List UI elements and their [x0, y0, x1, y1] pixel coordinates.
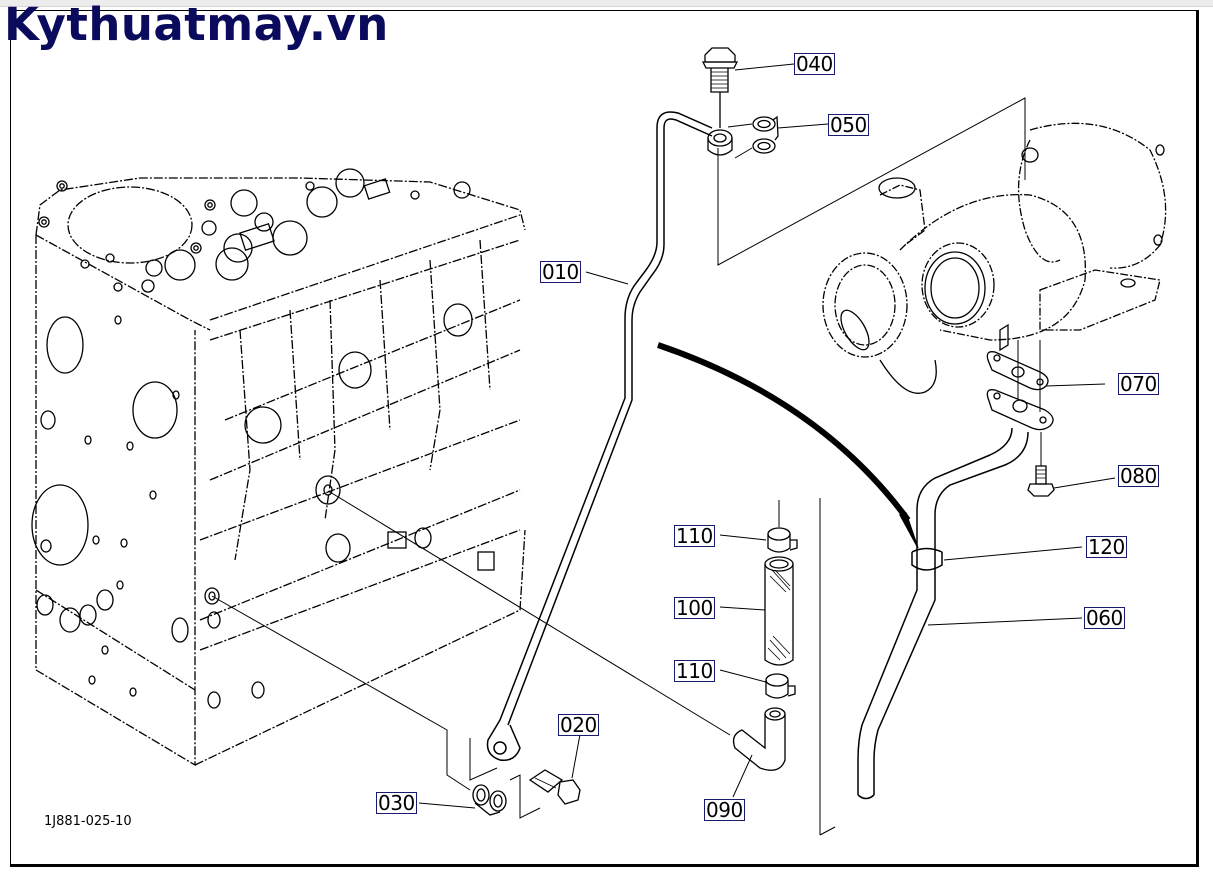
- callout-070[interactable]: 070: [1118, 372, 1159, 396]
- callout-010[interactable]: 010: [540, 260, 581, 284]
- callout-110-lower[interactable]: 110: [674, 659, 715, 683]
- gasket-070: [986, 340, 1106, 431]
- watermark: Kythuatmay.vn: [4, 0, 389, 51]
- oil-pipe-010: [486, 111, 713, 761]
- engine-block: [35, 177, 526, 767]
- drawing-code: 1J881-025-10: [44, 814, 132, 829]
- callout-060[interactable]: 060: [1084, 606, 1125, 630]
- callout-leaders: [418, 63, 1083, 809]
- eye-bolt-020: [528, 769, 581, 805]
- hose-clamp-110-lower: [765, 673, 796, 699]
- callout-100[interactable]: 100: [674, 596, 715, 620]
- hose-100: [764, 556, 794, 666]
- oil-return-pipe-060: [857, 427, 1029, 800]
- callout-090[interactable]: 090: [704, 798, 745, 822]
- elbow-hose-090: [732, 707, 786, 771]
- diagram-frame: [10, 10, 1199, 867]
- leader-lines: [211, 97, 1026, 836]
- callout-030[interactable]: 030: [376, 791, 417, 815]
- callout-020[interactable]: 020: [558, 713, 599, 737]
- callout-110-upper[interactable]: 110: [674, 524, 715, 548]
- window-top-strip: [0, 0, 1213, 7]
- bolt-040: [701, 47, 739, 156]
- callout-040[interactable]: 040: [794, 52, 835, 76]
- callout-120[interactable]: 120: [1086, 535, 1127, 559]
- gasket-030: [472, 784, 507, 816]
- callout-050[interactable]: 050: [828, 113, 869, 137]
- direction-arrow: [657, 342, 919, 549]
- engine-block-details: [31, 168, 495, 709]
- hose-clamp-110-upper: [767, 500, 798, 553]
- callout-080[interactable]: 080: [1118, 464, 1159, 488]
- gasket-050: [727, 115, 779, 159]
- turbocharger: [822, 122, 1167, 358]
- turbocharger-solid: [840, 144, 1165, 394]
- bolt-080: [1027, 432, 1116, 497]
